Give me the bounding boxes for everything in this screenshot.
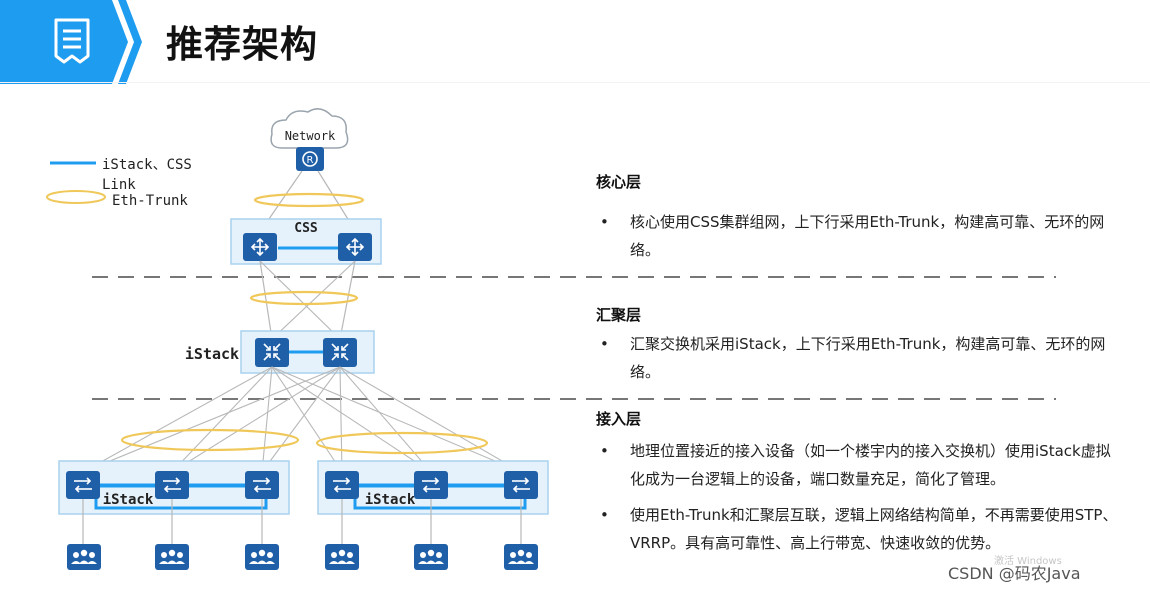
document-icon — [54, 18, 90, 64]
user-group-icon — [414, 544, 448, 570]
bullet-dot: • — [600, 442, 609, 460]
router-icon — [296, 147, 324, 171]
agg-layer-bullets: • 汇聚交换机采用iStack，上下行采用Eth-Trunk，构建高可靠、无环的… — [596, 330, 1106, 386]
access-switch-icon — [414, 471, 448, 499]
agg-switch-icon — [255, 338, 289, 367]
bullet-item: • 核心使用CSS集群组网，上下行采用Eth-Trunk，构建高可靠、无环的网络… — [596, 208, 1106, 264]
links-agg-access — [82, 366, 522, 473]
legend-link-label: iStack、CSS — [102, 157, 192, 173]
user-group-icon — [67, 544, 101, 570]
legend-trunk-ellipse — [46, 190, 106, 204]
header-band — [0, 0, 1150, 84]
network-cloud — [270, 108, 349, 149]
access-layer-title: 接入层 — [596, 410, 642, 428]
access-left-label: iStack — [103, 492, 154, 508]
css-label: CSS — [294, 221, 318, 236]
access-switch-icon — [325, 471, 359, 499]
agg-switch-icon — [323, 338, 357, 367]
user-group-icon — [155, 544, 189, 570]
links-access-users — [82, 499, 522, 544]
core-layer-bullets: • 核心使用CSS集群组网，上下行采用Eth-Trunk，构建高可靠、无环的网络… — [596, 208, 1106, 264]
user-group-icon — [325, 544, 359, 570]
access-switch-icon — [245, 471, 279, 499]
trunk-core-agg — [249, 290, 359, 306]
access-switch-icon — [504, 471, 538, 499]
bullet-dot: • — [600, 506, 609, 524]
csdn-watermark: CSDN @码农Java — [948, 564, 1081, 583]
access-switch-icon — [155, 471, 189, 499]
bullet-item: • 地理位置接近的接入设备（如一个楼宇内的接入交换机）使用iStack虚拟化成为… — [596, 437, 1122, 493]
legend-link-sub: Link — [102, 177, 136, 193]
user-group-icon — [504, 544, 538, 570]
user-group-icon — [245, 544, 279, 570]
access-right-label: iStack — [365, 492, 416, 508]
cloud-label: Network — [285, 129, 336, 143]
header-divider — [0, 82, 1150, 83]
page-title: 推荐架构 — [166, 22, 318, 66]
core-layer-title: 核心层 — [596, 173, 642, 191]
bullet-dot: • — [600, 213, 609, 231]
bullet-item: • 汇聚交换机采用iStack，上下行采用Eth-Trunk，构建高可靠、无环的… — [596, 330, 1106, 386]
bullet-dot: • — [600, 335, 609, 353]
agg-layer-title: 汇聚层 — [596, 306, 642, 324]
legend-trunk-label: Eth-Trunk — [112, 193, 188, 209]
core-switch-icon — [338, 233, 372, 261]
bullet-item: • 使用Eth-Trunk和汇聚层互联，逻辑上网络结构简单，不再需要使用STP、… — [596, 501, 1122, 557]
trunk-cloud-core — [253, 192, 365, 208]
core-switch-icon — [243, 233, 277, 261]
agg-label: iStack — [185, 345, 239, 363]
links-core-agg — [259, 260, 356, 340]
trunk-agg-access-left — [120, 428, 300, 452]
header-badge — [0, 0, 142, 84]
windows-activation-watermark: 激活 Windows — [994, 556, 1062, 567]
access-layer-bullets: • 地理位置接近的接入设备（如一个楼宇内的接入交换机）使用iStack虚拟化成为… — [596, 437, 1122, 557]
access-switch-icon — [66, 471, 100, 499]
trunk-agg-access-right — [315, 431, 489, 455]
